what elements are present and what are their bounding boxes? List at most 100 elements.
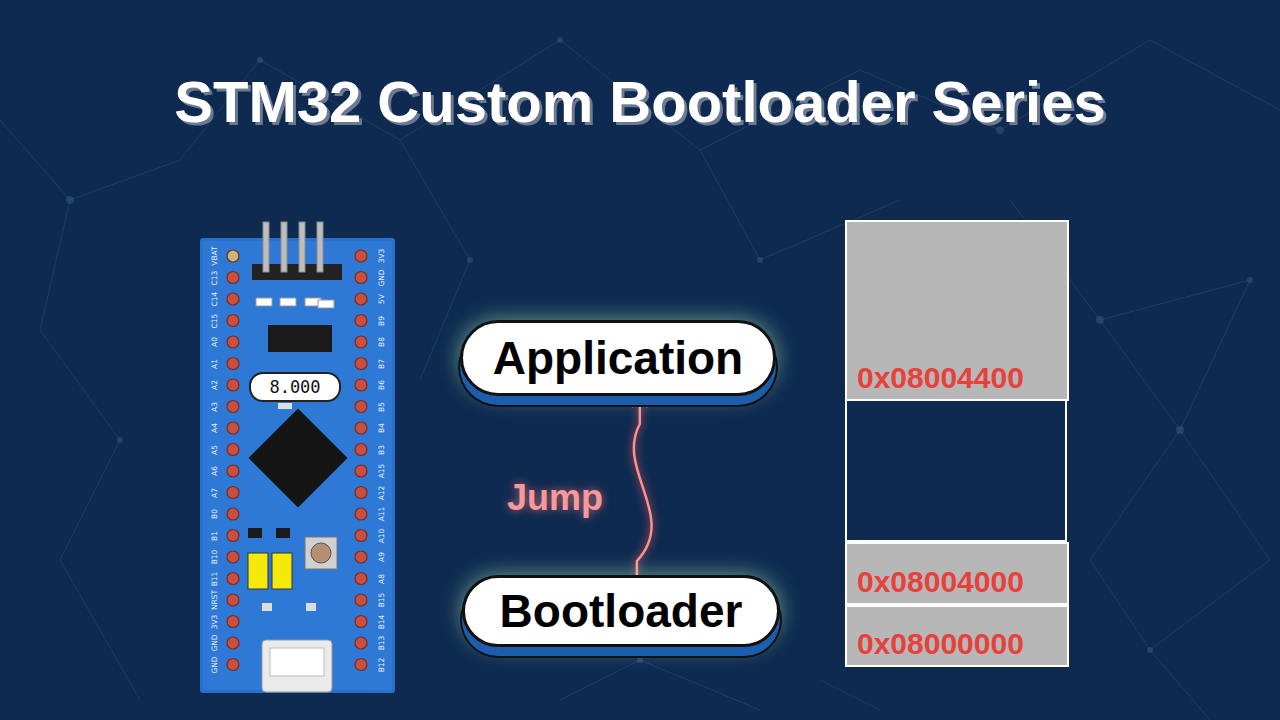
pin-label: 3V3 [377,249,386,264]
header-pin [355,573,367,585]
drawing-part [281,222,287,272]
header-pin [355,250,367,262]
pin-label: GND [210,634,219,651]
header-pin [227,444,239,456]
header-pin [227,659,239,671]
pin-label: A5 [210,445,219,455]
header-pin [227,272,239,284]
header-pin [227,573,239,585]
drawing-part [248,528,262,538]
drawing-part [256,298,334,308]
header-pin [227,594,239,606]
drawing-part [306,603,316,611]
pin-label: A3 [210,402,219,412]
header-pin [227,487,239,499]
pin-label: NRST [210,590,219,610]
memory-region: 0x08004000 [845,542,1069,605]
header-pin [227,465,239,477]
header-pin [355,530,367,542]
drawing-part [0,40,1280,200]
header-pin [355,272,367,284]
pin-label: A12 [377,485,386,500]
header-pin [227,293,239,305]
pin-label: A1 [210,359,219,369]
pin-label: A4 [210,423,219,433]
pin-label: B6 [377,380,386,390]
header-pin [355,616,367,628]
header-pin [355,336,367,348]
pin-label: B1 [210,531,219,541]
pin-label: 3V3 [210,614,219,629]
pin-label: A6 [210,466,219,476]
drawing-part [200,238,395,693]
memory-region: 0x08000000 [845,605,1069,667]
bootloader-box: Bootloader [462,575,780,647]
drawing-part [280,298,296,306]
header-pin [227,422,239,434]
pin-label: C13 [210,270,219,285]
header-pin [355,358,367,370]
drawing-part [278,403,292,409]
pin-label: A8 [377,574,386,584]
header-pin [227,551,239,563]
header-pin [355,465,367,477]
header-pin [227,401,239,413]
header-pin [227,508,239,520]
header-pin [227,336,239,348]
drawing-part [1247,277,1253,283]
drawing-part [256,298,272,306]
node-text: 0x08004400 [857,361,1057,395]
node-text: 0x08004000 [857,565,1057,599]
pin-label: A2 [210,380,219,390]
drawing-part [846,400,1066,541]
drawing-part [317,222,323,272]
pin-label: GND [377,269,386,286]
drawing-part [263,222,269,272]
crystal-marking: 8.000 [269,377,320,397]
drawing-part [117,437,123,443]
drawing-part [248,553,268,589]
pin-label: B13 [377,636,386,651]
header-pin [355,422,367,434]
pin-label: B4 [377,423,386,433]
pin-label: A9 [377,552,386,562]
header-pin [355,293,367,305]
pin-label: B7 [377,359,386,369]
edge-label: Jump [507,477,603,519]
pin-label: B15 [377,593,386,608]
header-pin [355,659,367,671]
header-pin [355,551,367,563]
drawing-part [1096,316,1104,324]
header-pin [355,487,367,499]
title: STM32 Custom Bootloader Series [0,68,1280,135]
drawing-part [263,222,323,272]
arrow-head [632,396,648,407]
pin-label: B0 [210,509,219,519]
header-pin [355,637,367,649]
header-pin [227,379,239,391]
pin-label: GND [210,656,219,673]
header-pin [227,530,239,542]
jump-arrow [632,396,652,575]
drawing-part [227,250,367,671]
drawing-part [299,222,305,272]
pin-label: B8 [377,337,386,347]
header-pin [355,444,367,456]
pin-label: B14 [377,614,386,629]
pin-label: A11 [377,507,386,522]
drawing-part [467,257,473,263]
pin-label: A7 [210,488,219,498]
header-pin [355,594,367,606]
drawing-part [257,57,263,63]
pin-label: A15 [377,464,386,479]
pin-label: B12 [377,657,386,672]
connector-line [634,396,652,575]
drawing-part [311,543,331,563]
drawing-part [262,640,332,692]
pin-label: B3 [377,445,386,455]
drawing-part [1147,647,1153,653]
header-pin [355,401,367,413]
drawing-part [757,257,763,263]
drawing-part [250,373,340,401]
node-text: 0x08000000 [857,627,1057,661]
